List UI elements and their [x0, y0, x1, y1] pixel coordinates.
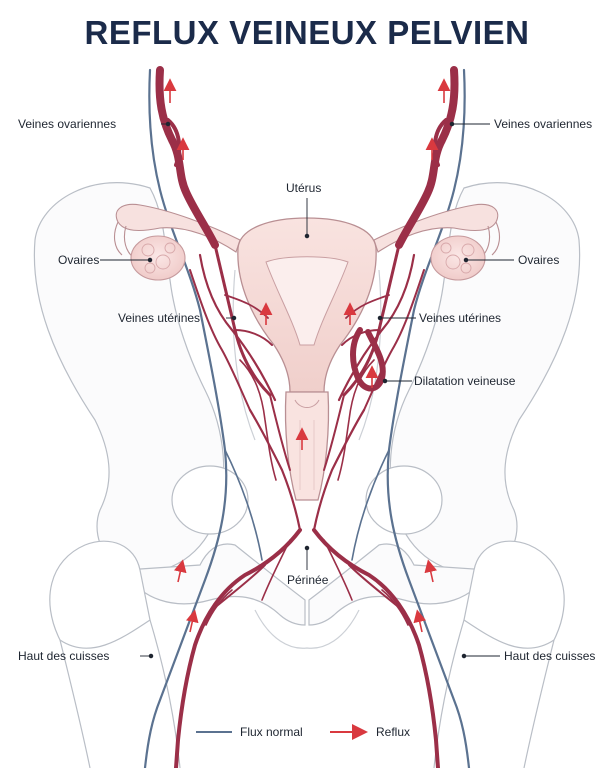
right-ovary [430, 235, 486, 281]
label-haut-des-cuisses-left: Haut des cuisses [18, 649, 110, 663]
label-veines-ovariennes-right: Veines ovariennes [494, 117, 593, 131]
label-perinee: Périnée [287, 573, 329, 587]
leader-lines [100, 121, 514, 659]
right-pubic-ramus [308, 543, 490, 626]
uterus-shape [237, 217, 377, 501]
label-veines-ovariennes-left: Veines ovariennes [18, 117, 117, 131]
reflux-arrows [163, 78, 451, 633]
normal-flow-veins [143, 68, 471, 768]
label-haut-des-cuisses-right: Haut des cuisses [504, 649, 596, 663]
fallopian-tubes [113, 203, 501, 259]
diagram-title: REFLUX VEINEUX PELVIEN [84, 14, 530, 51]
label-veines-uterines-right: Veines utérines [419, 311, 502, 325]
label-dilatation-veineuse: Dilatation veineuse [414, 374, 516, 388]
label-ovaires-left: Ovaires [58, 253, 100, 267]
legend-reflux-label: Reflux [376, 725, 411, 739]
left-pubic-ramus [124, 543, 306, 626]
label-ovaires-right: Ovaires [518, 253, 560, 267]
legend-normal-label: Flux normal [240, 725, 303, 739]
ovaries [130, 235, 486, 281]
left-ovary [130, 235, 186, 281]
label-veines-uterines-left: Veines utérines [118, 311, 201, 325]
label-uterus: Utérus [286, 181, 322, 195]
dilated-vein [350, 327, 386, 392]
